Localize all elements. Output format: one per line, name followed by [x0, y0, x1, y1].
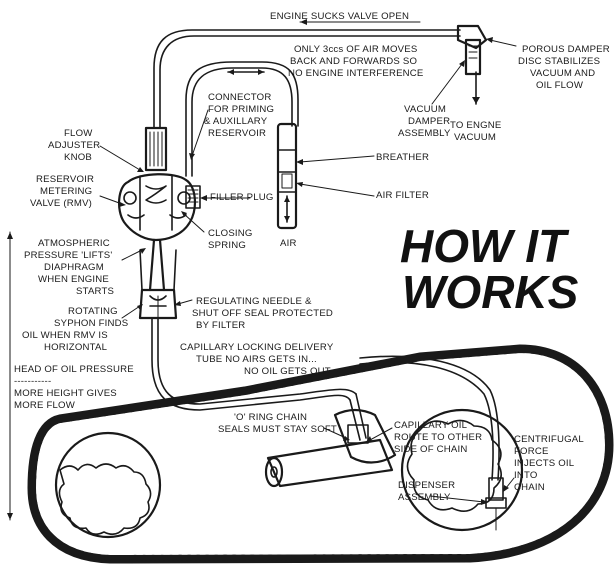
label-centrifugal-3: INJECTS OIL	[514, 458, 575, 469]
label-connector-2: FOR PRIMING	[208, 104, 274, 115]
vacuum-line	[153, 19, 461, 129]
label-o-ring-2: SEALS MUST STAY SOFT	[218, 424, 337, 435]
vacuum-damper-assembly	[456, 24, 488, 105]
bicycle-chain	[27, 344, 614, 564]
label-centrifugal-1: CENTRIFUGAL	[514, 434, 584, 445]
label-atmospheric-1: ATMOSPHERIC	[38, 238, 110, 249]
label-centrifugal-2: FORCE	[514, 446, 549, 457]
label-rmv-2: METERING	[40, 186, 92, 197]
priming-connector	[185, 61, 299, 177]
label-head-of-oil-2: -----------	[14, 376, 51, 387]
label-capillary-locking-3: NO OIL GETS OUT	[244, 366, 331, 377]
label-flow-adjuster-1: FLOW	[64, 128, 93, 139]
label-rotating-3: OIL WHEN RMV IS	[22, 330, 108, 341]
label-air-filter: AIR FILTER	[376, 190, 429, 201]
label-o-ring-1: 'O' RING CHAIN	[234, 412, 307, 423]
how-it-works-title: HOW IT WORKS	[400, 220, 579, 318]
label-vacuum-damper-3: ASSEMBLY	[398, 128, 451, 139]
label-regulating-1: REGULATING NEEDLE &	[196, 296, 312, 307]
label-closing-spring-1: CLOSING	[208, 228, 253, 239]
label-vacuum-damper-2: DAMPER	[408, 116, 450, 127]
label-head-of-oil-4: MORE FLOW	[14, 400, 76, 411]
capillary-delivery-tube	[151, 317, 500, 481]
label-only-3ccs-3: NO ENGINE INTERFERENCE	[288, 68, 424, 79]
label-capillary-oil-2: ROUTE TO OTHER	[394, 432, 482, 443]
label-atmospheric-5: STARTS	[76, 286, 114, 297]
reservoir-metering-valve	[118, 126, 201, 320]
label-flow-adjuster-3: KNOB	[64, 152, 92, 163]
label-porous-damper-2: DISC STABILIZES	[518, 56, 600, 67]
label-porous-damper-1: POROUS DAMPER	[522, 44, 610, 55]
label-vacuum-damper-1: VACUUM	[404, 104, 446, 115]
label-connector-4: RESERVOIR	[208, 128, 266, 139]
label-only-3ccs-2: BACK AND FORWARDS SO	[290, 56, 417, 67]
label-rotating-2: SYPHON FINDS	[54, 318, 128, 329]
label-closing-spring-2: SPRING	[208, 240, 246, 251]
label-regulating-3: BY FILTER	[196, 320, 245, 331]
label-engine-sucks: ENGINE SUCKS VALVE OPEN	[270, 11, 409, 22]
label-capillary-locking-2: TUBE NO AIRS GETS IN...	[196, 354, 317, 365]
label-rmv-1: RESERVOIR	[36, 174, 94, 185]
label-rotating-4: HORIZONTAL	[44, 342, 108, 353]
label-regulating-2: SHUT OFF SEAL PROTECTED	[192, 308, 333, 319]
label-flow-adjuster-2: ADJUSTER	[48, 140, 100, 151]
rear-sprocket	[54, 431, 162, 539]
label-atmospheric-4: WHEN ENGINE	[38, 274, 109, 285]
label-centrifugal-5: CHAIN	[514, 482, 545, 493]
label-atmospheric-3: DIAPHRAGM	[44, 262, 104, 273]
label-to-engine-1: TO ENGNE	[450, 120, 502, 131]
label-head-of-oil-3: MORE HEIGHT GIVES	[14, 388, 117, 399]
label-only-3ccs-1: ONLY 3ccs OF AIR MOVES	[294, 44, 417, 55]
label-centrifugal-4: INTO	[514, 470, 538, 481]
label-breather: BREATHER	[376, 152, 429, 163]
label-atmospheric-2: PRESSURE 'LIFTS'	[24, 250, 112, 261]
label-connector-1: CONNECTOR	[208, 92, 271, 103]
breather-air-filter	[276, 122, 298, 230]
label-rmv-3: VALVE (RMV)	[30, 198, 92, 209]
label-dispenser-2: ASSEMBLY	[398, 492, 451, 503]
leader-lines	[7, 37, 517, 521]
label-rotating-1: ROTATING	[68, 306, 118, 317]
label-connector-3: & AUXILLARY	[204, 116, 268, 127]
label-capillary-locking-1: CAPILLARY LOCKING DELIVERY	[180, 342, 334, 353]
label-to-engine-2: VACUUM	[454, 132, 496, 143]
label-porous-damper-3: VACUUM AND	[530, 68, 595, 79]
label-head-of-oil-1: HEAD OF OIL PRESSURE	[14, 364, 134, 375]
title-line-1: HOW IT	[400, 220, 570, 272]
dispenser-assembly	[485, 477, 507, 531]
title-line-2: WORKS	[402, 266, 579, 318]
label-capillary-oil-3: SIDE OF CHAIN	[394, 444, 468, 455]
crank-axle	[264, 408, 397, 488]
label-dispenser-1: DISPENSER	[398, 480, 455, 491]
label-porous-damper-4: OIL FLOW	[536, 80, 584, 91]
label-capillary-oil-1: CAPILLARY OIL	[394, 420, 468, 431]
label-air: AIR	[280, 238, 297, 249]
label-filler-plug: FILLER PLUG	[210, 192, 274, 203]
labels: ENGINE SUCKS VALVE OPEN POROUS DAMPER DI…	[14, 11, 610, 503]
